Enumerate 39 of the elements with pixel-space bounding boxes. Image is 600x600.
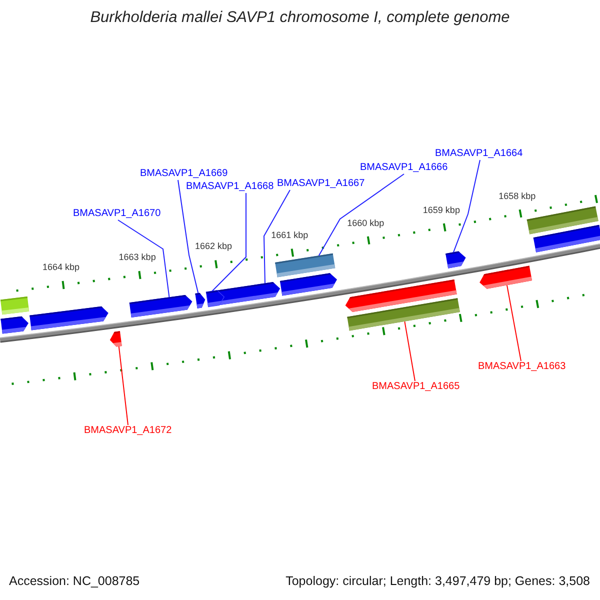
- gene-bar: [0, 296, 30, 315]
- leader-line: [118, 220, 170, 298]
- leader-line: [318, 174, 404, 256]
- gene-label: BMASAVP1_A1669: [140, 168, 228, 180]
- leader-line: [506, 284, 522, 362]
- scale-label: 1663 kbp: [118, 252, 156, 262]
- scale-label: 1658 kbp: [498, 190, 536, 201]
- leader-line: [404, 321, 416, 382]
- scale-label: 1660 kbp: [347, 218, 384, 228]
- gene-label: BMASAVP1_A1665: [372, 381, 460, 393]
- gene-label: BMASAVP1_A1664: [435, 148, 523, 160]
- diagram-title: Burkholderia mallei SAVP1 chromosome I, complete genome: [90, 9, 510, 26]
- gene-feature: [280, 273, 337, 296]
- gene-bar: [347, 298, 460, 331]
- gene-feature: [480, 266, 532, 289]
- gene-label: BMASAVP1_A1668: [186, 181, 274, 193]
- leader-line: [264, 190, 290, 284]
- footer-text: Accession: NC_008785: [9, 574, 140, 588]
- gene-feature: [0, 316, 28, 334]
- gene-label: BMASAVP1_A1666: [360, 162, 448, 174]
- scale-label: 1664 kbp: [42, 262, 80, 272]
- scale-label: 1659 kbp: [422, 204, 460, 215]
- scale-label: 1662 kbp: [195, 241, 232, 252]
- leader-line: [212, 192, 246, 292]
- leader-line: [118, 346, 128, 426]
- leader-line: [178, 180, 199, 294]
- gene-label: BMASAVP1_A1663: [478, 361, 566, 373]
- gene-feature: [110, 331, 122, 347]
- gene-label: BMASAVP1_A1670: [73, 208, 161, 220]
- scale-label: 1661 kbp: [271, 230, 308, 240]
- leader-line: [453, 160, 480, 253]
- gene-feature: [446, 251, 466, 268]
- gene-bar: [275, 253, 336, 278]
- footer-text: Topology: circular; Length: 3,497,479 bp; Genes: 3,508: [286, 574, 590, 588]
- gene-feature: [195, 292, 206, 308]
- gene-label: BMASAVP1_A1667: [277, 178, 365, 190]
- gene-feature: [129, 294, 192, 318]
- gene-label: BMASAVP1_A1672: [84, 425, 172, 437]
- gene-feature: [533, 224, 600, 252]
